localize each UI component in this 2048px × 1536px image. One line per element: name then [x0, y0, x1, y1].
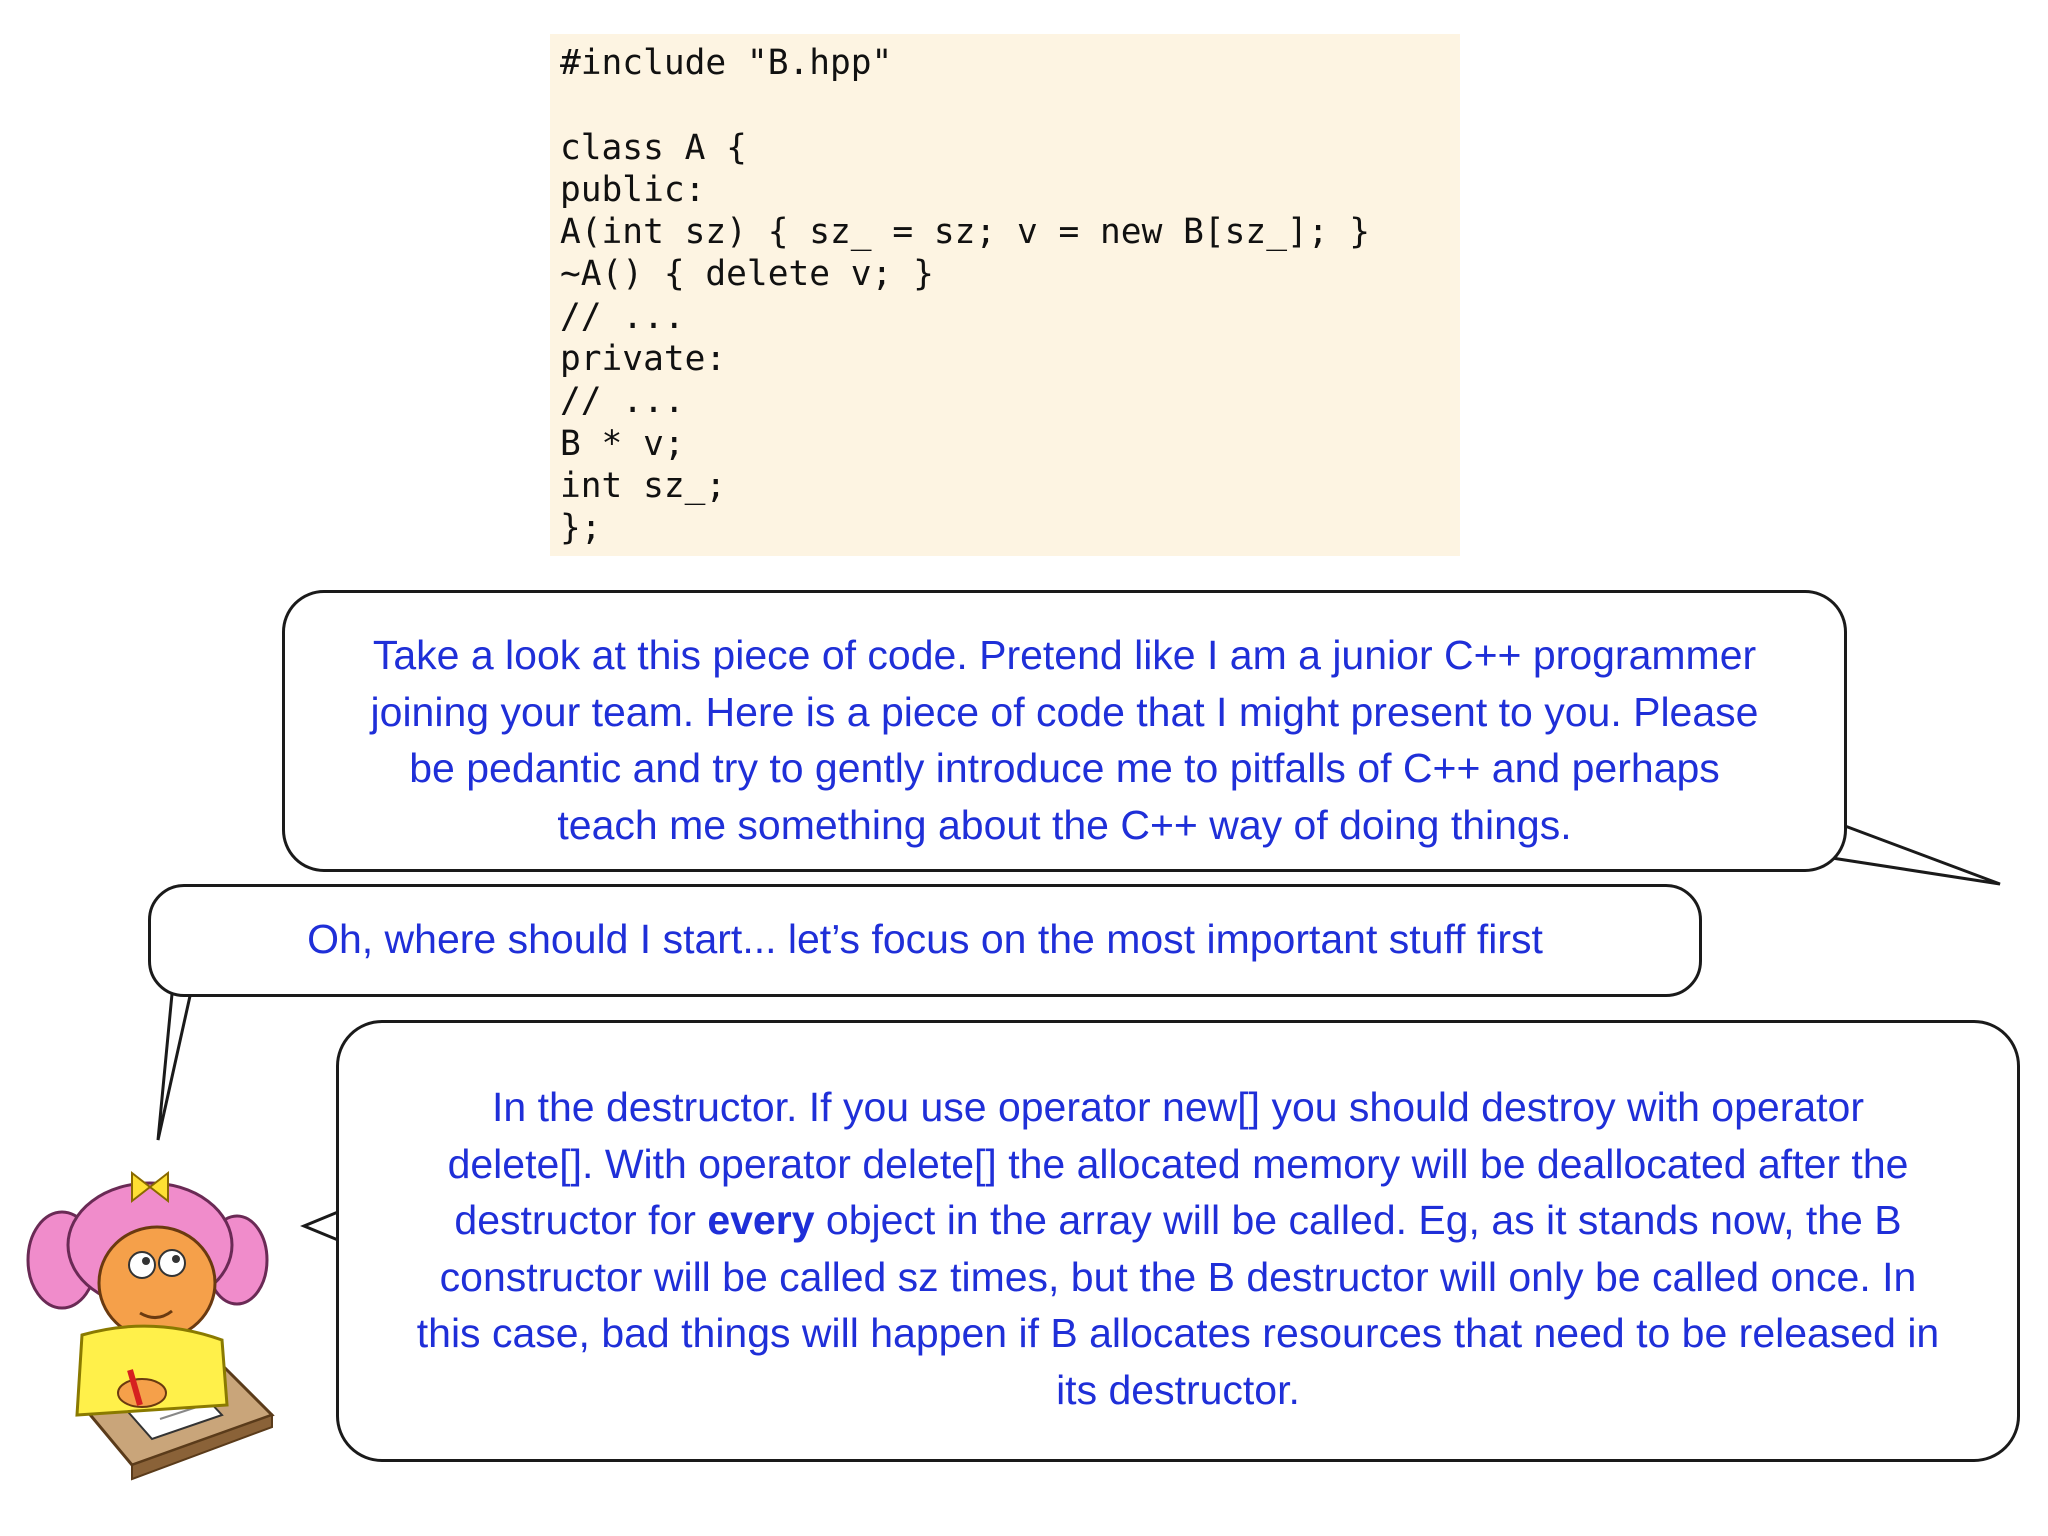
emphasis-text: every: [707, 1197, 815, 1243]
code-line: #include "B.hpp": [560, 43, 893, 83]
answer-bubble: In the destructor. If you use operator n…: [336, 1020, 2020, 1462]
answer-text: object in the array will be called. Eg, …: [814, 1197, 1902, 1243]
code-text: #include "B.hpp" class A {public: A(int …: [550, 34, 1460, 550]
answer-line: constructor will be called sz times, but…: [439, 1253, 1917, 1300]
code-line: ~A() { delete v; }: [560, 254, 934, 295]
question-line: be pedantic and try to gently introduce …: [409, 745, 1720, 791]
code-block: #include "B.hpp" class A {public: A(int …: [550, 34, 1460, 556]
code-line: public:: [560, 169, 706, 210]
code-line: // ...: [560, 381, 685, 422]
answer-line: this case, bad things will happen if B a…: [416, 1310, 1940, 1356]
code-line: int sz_;: [560, 465, 727, 506]
question-line: joining your team. Here is a piece of co…: [370, 688, 1759, 735]
thought-text: Oh, where should I start... let’s focus …: [307, 916, 1543, 962]
answer-line: destructor for every object in the array…: [363, 1192, 1993, 1249]
question-line: teach me something about the C++ way of …: [557, 801, 1572, 848]
thought-bubble: Oh, where should I start... let’s focus …: [148, 884, 1702, 997]
code-line: A(int sz) { sz_ = sz; v = new B[sz_]; }: [560, 212, 1371, 253]
code-line: private:: [560, 339, 727, 380]
code-line: B * v;: [560, 423, 685, 464]
answer-text: destructor for: [454, 1197, 708, 1243]
answer-line: delete[]. With operator delete[] the all…: [447, 1140, 1909, 1187]
question-line: Take a look at this piece of code. Prete…: [372, 632, 1757, 678]
girl-writing-icon: [26, 1170, 275, 1481]
code-line: class A {: [560, 127, 747, 168]
answer-line: its destructor.: [1056, 1366, 1300, 1413]
code-line: // ...: [560, 296, 685, 337]
code-line: };: [560, 508, 602, 549]
question-bubble: Take a look at this piece of code. Prete…: [282, 590, 1847, 872]
answer-line: In the destructor. If you use operator n…: [492, 1084, 1864, 1130]
